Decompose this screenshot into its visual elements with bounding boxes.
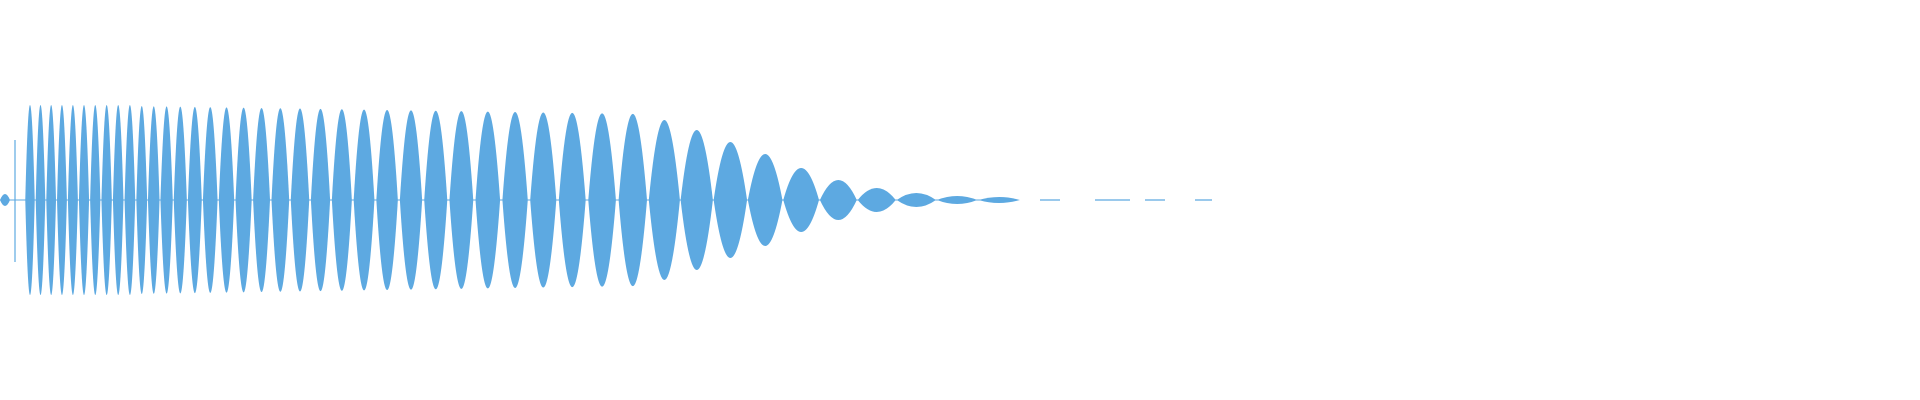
- waveform-envelope: [0, 105, 1212, 295]
